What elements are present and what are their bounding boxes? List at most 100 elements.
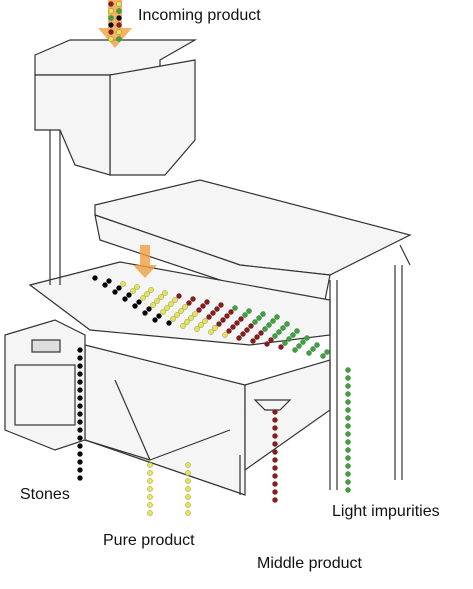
incoming-arrow [98, 0, 132, 48]
middle-stream-dot [272, 417, 278, 423]
pure-stream-dot [147, 486, 153, 492]
deck-product-dot [296, 343, 302, 349]
pure-stream-dot [147, 494, 153, 500]
stones-stream-dot [77, 419, 83, 425]
incoming-dot [116, 36, 122, 42]
bracket [399, 244, 411, 266]
deck-product-dot [264, 341, 270, 347]
pure-stream-dot [185, 462, 191, 468]
deck-product-dot [234, 320, 240, 326]
pure-stream-dot [185, 470, 191, 476]
deck-product-dot [236, 335, 242, 341]
incoming-dot [108, 1, 114, 7]
deck-product-dot [286, 336, 292, 342]
deck-product-dot [186, 300, 192, 306]
deck-product-dot [254, 334, 260, 340]
deck-product-dot [278, 344, 284, 350]
deck-product-dot [282, 340, 288, 346]
stones-stream-dot [77, 403, 83, 409]
front-panel [84, 344, 246, 496]
incoming-dot [108, 22, 114, 28]
deck-product-dot [258, 330, 264, 336]
deck-product-dot [134, 284, 140, 290]
stones-stream-dot [77, 363, 83, 369]
middle-stream-dot [272, 409, 278, 415]
label-light-impurities: Light impurities [332, 503, 440, 520]
pure-stream-dot [185, 502, 191, 508]
deck-product-dot [106, 278, 112, 284]
stones-stream-dot [77, 451, 83, 457]
incoming-dot [116, 1, 122, 7]
deck-product-dot [324, 349, 330, 355]
stones-stream-dot [77, 459, 83, 465]
deck-product-dot [238, 316, 244, 322]
deck-product-dot [248, 323, 254, 329]
incoming-dot [108, 36, 114, 42]
incoming-dot [116, 22, 122, 28]
light-stream-dot [345, 479, 351, 485]
stones-stream-dot [77, 435, 83, 441]
deck-product-dot [130, 288, 136, 294]
deck-product-dot [206, 314, 212, 320]
light-stream-dot [345, 471, 351, 477]
light-stream-dot [345, 399, 351, 405]
deck-product-dot [160, 309, 166, 315]
deck-product-dot [178, 308, 184, 314]
deck-product-dot [240, 331, 246, 337]
deck-product-dot [156, 313, 162, 319]
incoming-dot [116, 29, 122, 35]
light-stream-dot [345, 391, 351, 397]
pure-stream-dot [147, 462, 153, 468]
deck-product-dot [230, 324, 236, 330]
deck-product-dot [92, 275, 98, 281]
middle-stream-dot [272, 449, 278, 455]
deck-product-dot [158, 294, 164, 300]
light-stream-dot [345, 375, 351, 381]
incoming-dot [108, 29, 114, 35]
pure-stream-dot [185, 478, 191, 484]
middle-stream-dot [272, 433, 278, 439]
light-stream-dot [345, 447, 351, 453]
deck-product-dot [194, 326, 200, 332]
incoming-dot [116, 15, 122, 21]
deck-product-dot [260, 311, 266, 317]
deck-product-dot [142, 310, 148, 316]
middle-stream-dot [272, 497, 278, 503]
incoming-dot [108, 8, 114, 14]
deck-product-dot [184, 319, 190, 325]
light-stream-dot [345, 455, 351, 461]
middle-stream-dot [272, 457, 278, 463]
label-pure-product: Pure product [103, 532, 195, 549]
hopper-front [109, 59, 196, 176]
side-panel [244, 359, 331, 472]
chute-right [149, 429, 231, 461]
stones-stream-dot [77, 355, 83, 361]
deck-product-dot [176, 293, 182, 299]
deck-product-dot [208, 329, 214, 335]
deck-product-dot [102, 282, 108, 288]
incoming-dot [108, 15, 114, 21]
deck-product-dot [196, 307, 202, 313]
deck-product-dot [212, 325, 218, 331]
deck-product-dot [164, 305, 170, 311]
deck-product-dot [266, 322, 272, 328]
product-flows [77, 0, 351, 516]
deck-product-dot [320, 353, 326, 359]
deck-product-dot [306, 350, 312, 356]
hopper-side [34, 74, 111, 176]
deck-product-dot [226, 328, 232, 334]
middle-stream-dot [272, 441, 278, 447]
outlet-funnel [253, 399, 292, 411]
middle-stream-dot [272, 473, 278, 479]
deck-product-dot [270, 318, 276, 324]
deck-product-dot [198, 322, 204, 328]
deck-product-dot [140, 295, 146, 301]
deck-product-dot [204, 299, 210, 305]
deck-product-dot [136, 299, 142, 305]
stones-stream-dot [77, 347, 83, 353]
light-stream-dot [345, 423, 351, 429]
deck-product-dot [120, 281, 126, 287]
deck-product-dot [122, 296, 128, 302]
deck-product-dot [162, 290, 168, 296]
deck-product-dot [116, 285, 122, 291]
